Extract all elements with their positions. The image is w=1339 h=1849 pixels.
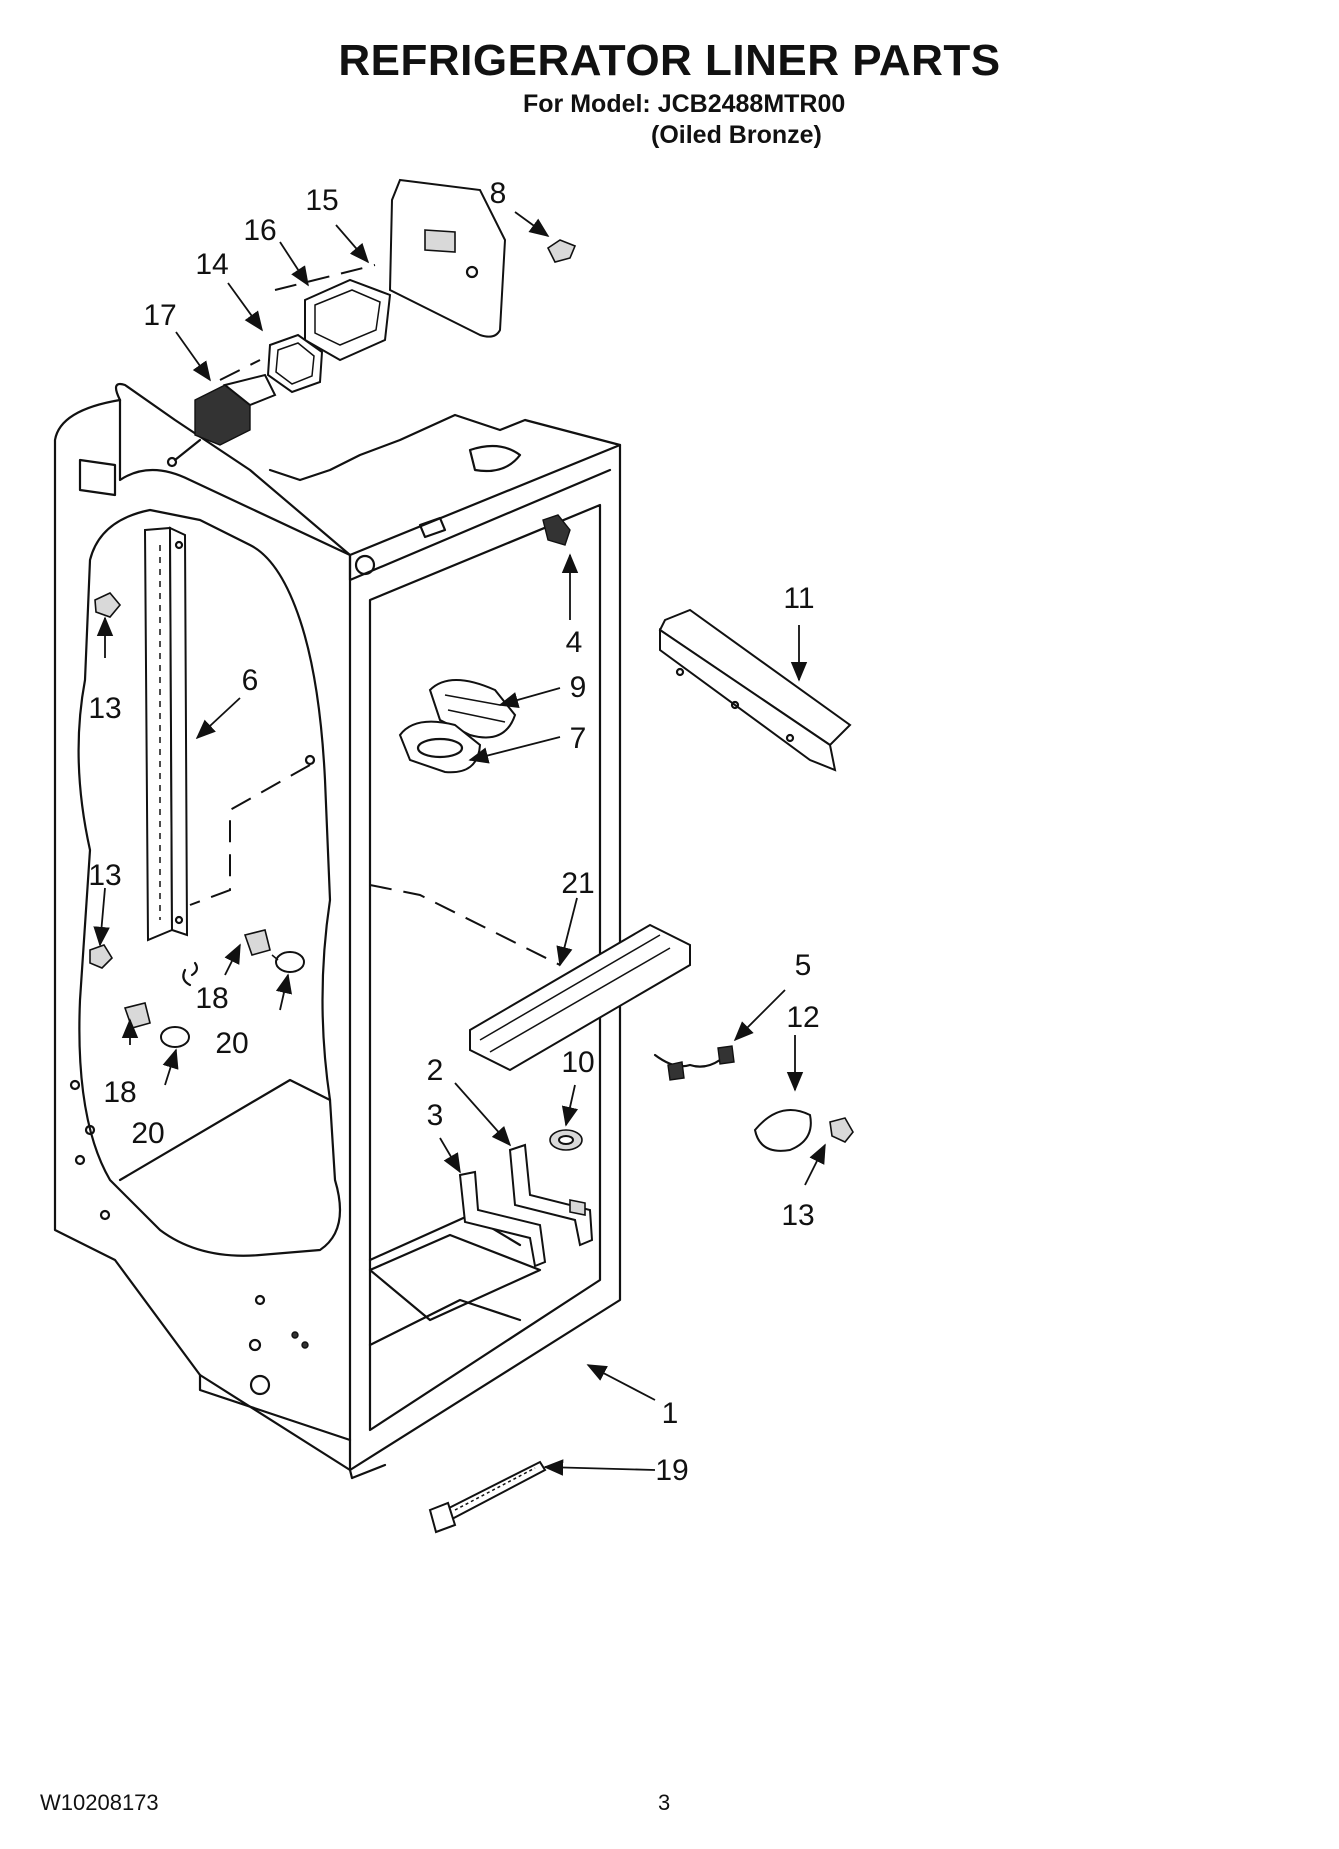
callout-8: 8: [490, 177, 507, 210]
screw-13-right: [829, 1117, 854, 1143]
cover-7: [398, 720, 482, 774]
cover-11: [658, 608, 852, 772]
callout-16: 16: [243, 214, 276, 247]
bracket-2: [508, 1143, 594, 1247]
callout-6: 6: [242, 664, 259, 697]
callout-7: 7: [570, 722, 587, 755]
callout-18a: 18: [195, 982, 228, 1015]
callout-20a: 20: [215, 1027, 248, 1060]
callout-labels: 8 15 16 14 17 11 4 9 7 13 6 13 21 5 12 1…: [88, 177, 819, 1487]
control-housing-assembly: [166, 178, 507, 468]
page-title: REFRIGERATOR LINER PARTS: [338, 36, 1001, 85]
tie-strap-19: [428, 1460, 547, 1534]
callout-9: 9: [570, 671, 587, 704]
screw-8: [546, 239, 577, 263]
clip-4: [542, 514, 571, 546]
callout-10: 10: [561, 1046, 594, 1079]
shelf-rail: [143, 526, 316, 942]
callout-17: 17: [143, 299, 176, 332]
harness-5: [653, 1053, 722, 1068]
refrigerator-liner: [53, 382, 622, 1480]
callout-1: 1: [662, 1397, 679, 1430]
callout-15: 15: [305, 184, 338, 217]
model-variant: (Oiled Bronze): [651, 121, 822, 149]
callout-13b: 13: [88, 859, 121, 892]
channel-21: [469, 923, 691, 1072]
model-number: For Model: JCB2488MTR00: [523, 90, 846, 118]
document-number: W10208173: [40, 1790, 159, 1815]
callout-5: 5: [795, 949, 812, 982]
callout-4: 4: [566, 626, 583, 659]
callout-19: 19: [655, 1454, 688, 1487]
bracket-3: [458, 1170, 547, 1268]
page-number: 3: [658, 1790, 671, 1815]
callout-13c: 13: [781, 1199, 814, 1232]
callout-13a: 13: [88, 692, 121, 725]
callout-18b: 18: [103, 1076, 136, 1109]
callout-12: 12: [786, 1001, 819, 1034]
callout-2: 2: [427, 1054, 444, 1087]
callout-11: 11: [783, 582, 814, 615]
callout-21: 21: [561, 867, 594, 900]
callout-3: 3: [427, 1099, 444, 1132]
callout-14: 14: [195, 248, 228, 281]
callout-20b: 20: [131, 1117, 164, 1150]
cover-12: [753, 1109, 812, 1152]
